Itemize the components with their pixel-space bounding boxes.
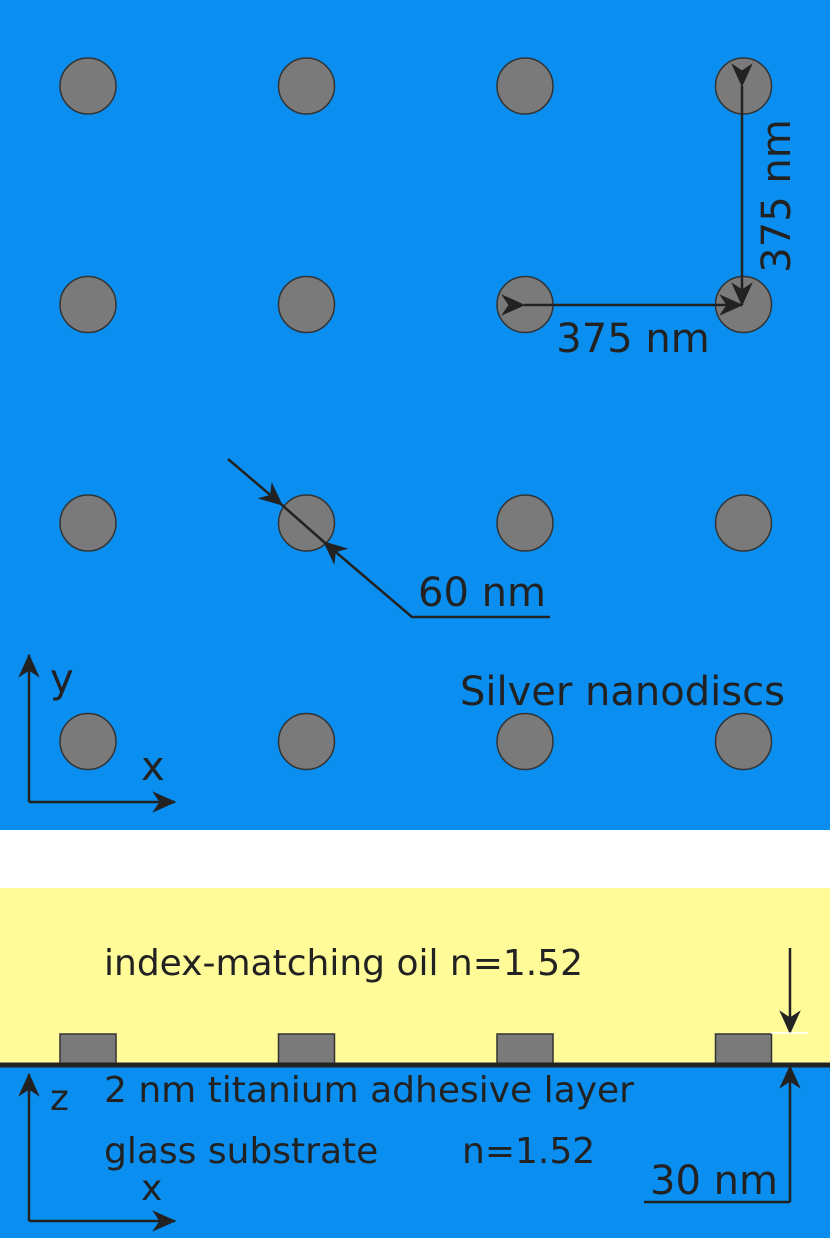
nanodisc	[496, 494, 554, 552]
diameter-arrow-in	[227, 458, 283, 506]
adhesion-layer-label: 2 nm titanium adhesive layer	[104, 1070, 634, 1111]
axis-x-label-top: x	[141, 744, 165, 790]
diameter-arrow-leader	[323, 541, 550, 619]
nanodisc	[496, 712, 554, 771]
nanodisc	[714, 57, 773, 115]
nanodisc-cross-section	[496, 1033, 554, 1066]
nanodisc	[277, 57, 336, 115]
diameter-label: 60 nm	[418, 570, 546, 616]
axis-y-label: y	[50, 656, 74, 702]
nanodisc	[277, 712, 336, 771]
top-view-panel: 375 nm 375 nm 60 nm Silver nanodiscs y x	[0, 0, 830, 830]
nanodisc-cross-section	[59, 1033, 117, 1066]
axis-z-label: z	[50, 1078, 69, 1119]
nanodisc	[59, 494, 117, 552]
material-label: Silver nanodiscs	[460, 669, 785, 715]
xz-axes	[18, 1072, 177, 1232]
period-y-label: 375 nm	[754, 119, 800, 272]
side-view-panel: index-matching oil n=1.52 2 nm titanium …	[0, 888, 830, 1238]
glass-substrate	[0, 1065, 830, 1238]
substrate-label: glass substrate	[104, 1131, 378, 1172]
diameter-chord	[281, 504, 325, 543]
top-substrate-background	[0, 0, 830, 830]
height-label: 30 nm	[650, 1158, 778, 1204]
oil-label: index-matching oil n=1.52	[104, 943, 583, 984]
nanodisc-grid	[59, 57, 773, 771]
nanodisc-cross-section	[714, 1033, 773, 1066]
nanodisc	[59, 57, 117, 115]
nanodisc	[714, 712, 773, 771]
nanodisc	[59, 275, 117, 334]
substrate-index-label: n=1.52	[462, 1131, 595, 1172]
nanodisc	[59, 712, 117, 771]
nanodisc	[277, 275, 336, 334]
nanodisc	[714, 494, 773, 552]
nanodisc	[496, 57, 554, 115]
period-x-label: 375 nm	[556, 316, 709, 362]
nanodisc	[277, 494, 336, 552]
height-dimension	[644, 948, 808, 1204]
nanodisc-cross-sections	[59, 1033, 773, 1066]
xy-axes	[18, 653, 177, 813]
axis-x-label-side: x	[141, 1168, 162, 1209]
nanodisc-cross-section	[277, 1033, 336, 1066]
oil-layer	[0, 888, 830, 1065]
